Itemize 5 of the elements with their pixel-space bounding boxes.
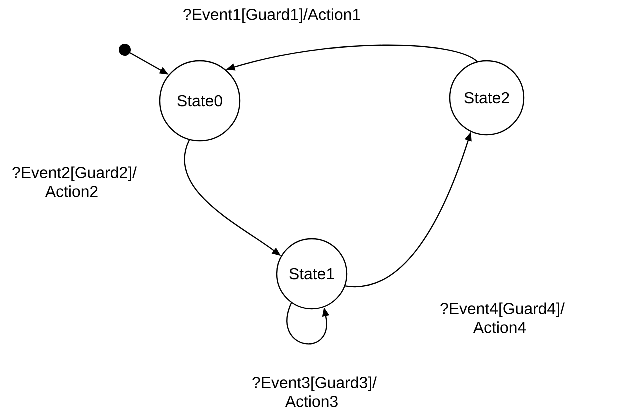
edge-label: ?Event4[Guard4]/ Action4 [440, 302, 565, 334]
edge-label: ?Event1[Guard1]/Action1 [184, 8, 360, 24]
initial-dot [119, 44, 131, 56]
edge-label: ?Event2[Guard2]/ Action2 [12, 166, 137, 198]
edge-label: ?Event3[Guard3]/ Action3 [252, 376, 377, 408]
